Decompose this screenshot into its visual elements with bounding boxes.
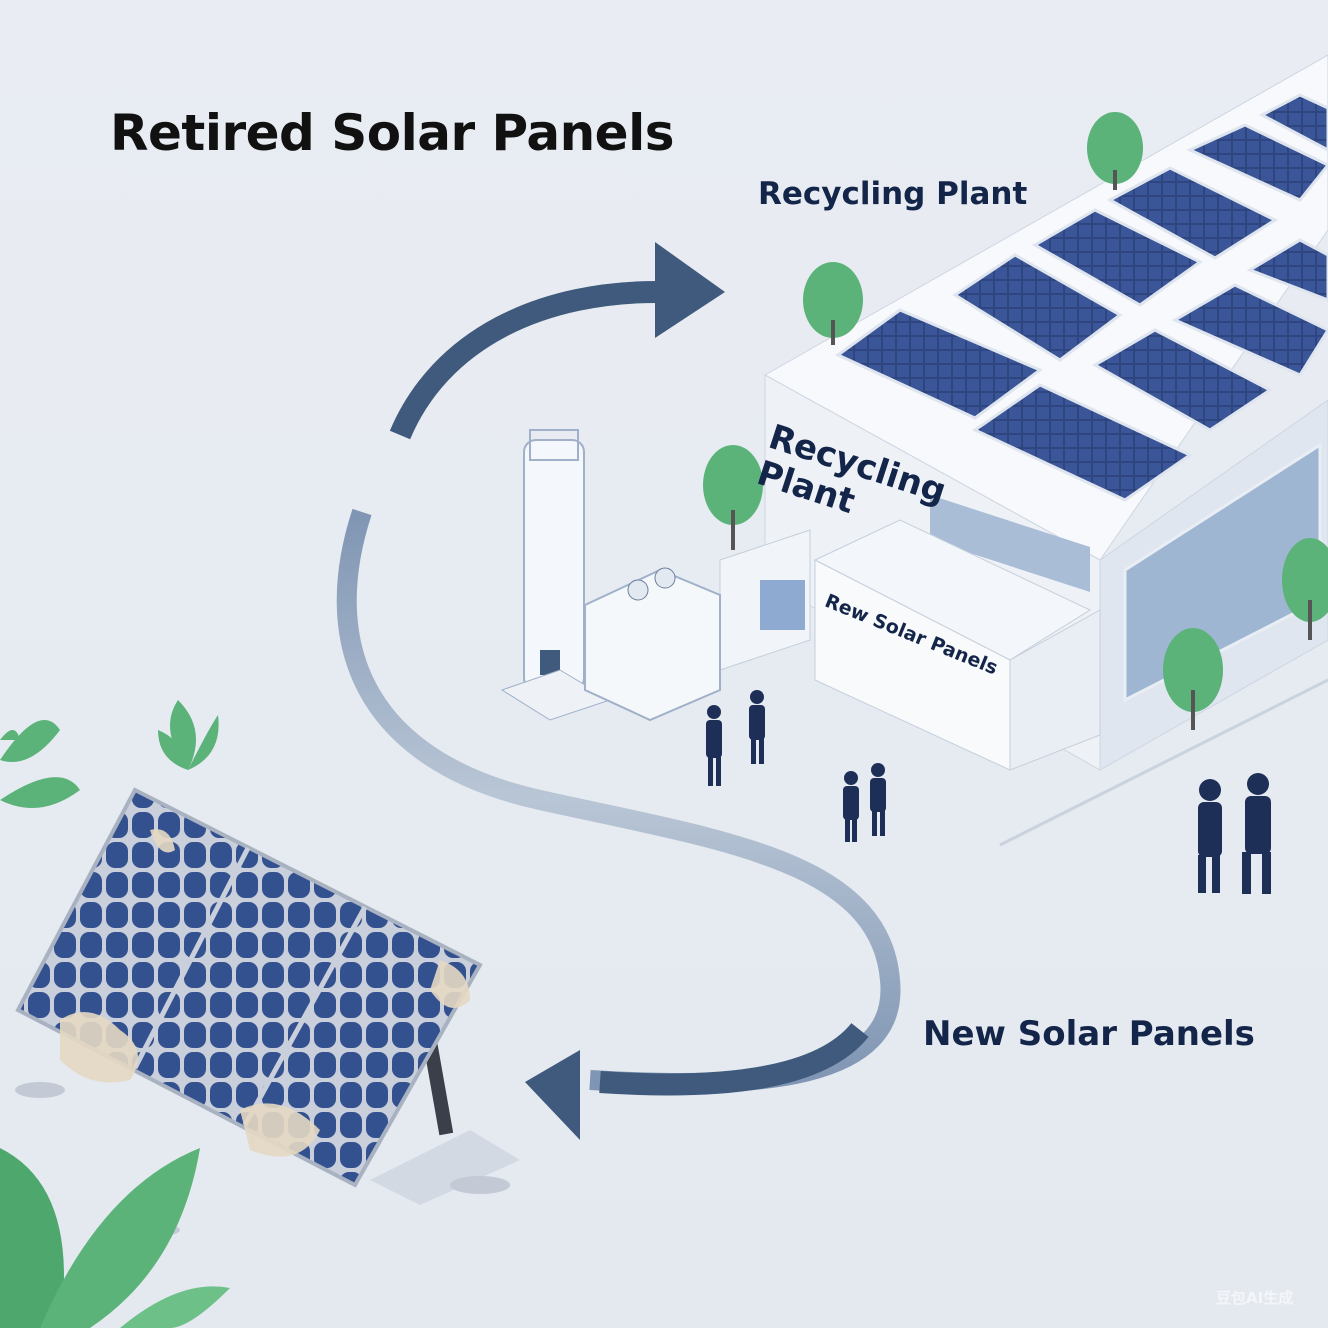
label-recycling-plant: Recycling Plant: [758, 176, 1028, 212]
trees: [703, 112, 1328, 730]
cycle-arrow-top: [389, 242, 725, 440]
retired-solar-panel: [15, 787, 520, 1236]
people: [706, 690, 1271, 894]
recycling-plant-building: [500, 54, 1328, 847]
foliage: [0, 700, 230, 1328]
label-new-solar-panels: New Solar Panels: [923, 1014, 1255, 1054]
watermark: 豆包AI生成: [1216, 1289, 1294, 1307]
roof-solar-panels: [835, 93, 1328, 502]
title-retired-solar-panels: Retired Solar Panels: [110, 104, 674, 162]
cycle-arrow-bottom: [525, 1022, 869, 1140]
silo-tower: [500, 429, 721, 722]
